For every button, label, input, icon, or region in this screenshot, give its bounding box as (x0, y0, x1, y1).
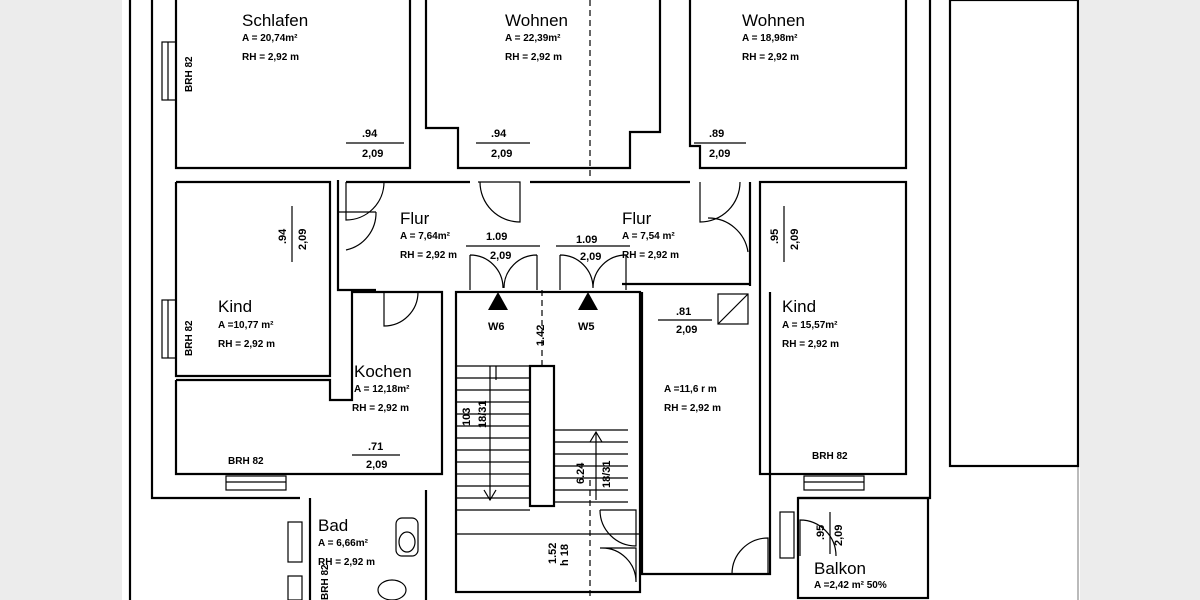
room-name: Wohnen (505, 11, 568, 30)
door-width: .94 (277, 228, 289, 244)
door-height: 2,09 (580, 251, 601, 263)
room-name: Kind (782, 297, 816, 316)
room-height: RH = 2,92 m (622, 250, 679, 261)
door-dimension-1: .94 2,09 (346, 128, 404, 160)
room-height: RH = 2,92 m (318, 557, 375, 568)
room-name: Wohnen (742, 11, 805, 30)
room-height: RH = 2,92 m (242, 52, 299, 63)
door-height: 2,09 (297, 229, 309, 250)
room-kind-2: Kind A = 15,57m² RH = 2,92 m BRH 82 (782, 297, 848, 462)
door-dimension-2: .94 2,09 (476, 128, 530, 160)
room-name: Flur (622, 209, 652, 228)
brh-label: BRH 82 (184, 56, 195, 92)
room-area: A = 15,57m² (782, 320, 838, 331)
door-dimension-10: .95 2,09 (815, 512, 845, 554)
door-width: .94 (491, 128, 507, 140)
room-flur-2: Flur A = 7,54 m² RH = 2,92 m (622, 209, 679, 261)
room-wohnen-2: Wohnen A = 18,98m² RH = 2,92 m (742, 11, 805, 63)
brh-label: BRH 82 (812, 451, 848, 462)
door-dimension-9: .71 2,09 (352, 441, 400, 471)
door-height: 2,09 (490, 250, 511, 262)
room-height: RH = 2,92 m (782, 339, 839, 350)
stair-dim: 1.42 (535, 325, 547, 346)
room-area: A = 6,66m² (318, 538, 369, 549)
room-area: A =2,42 m² 50% (814, 580, 887, 591)
door-width: .89 (709, 128, 724, 140)
door-width: .95 (815, 525, 827, 540)
room-bad: Bad A = 6,66m² RH = 2,92 m BRH 82 (318, 516, 375, 600)
sanitary-fixtures (377, 517, 419, 600)
door-width: 1.09 (486, 231, 507, 243)
room-height: RH = 2,92 m (218, 339, 275, 350)
brh-label: BRH 82 (184, 320, 195, 356)
flight-1-count: 103 (461, 408, 473, 426)
door-width: .95 (769, 229, 781, 244)
flight-2-ratio: 18/31 (601, 460, 613, 488)
room-name: Kochen (354, 362, 412, 381)
room-name: Balkon (814, 559, 866, 578)
room-area: A = 22,39m² (505, 33, 561, 44)
door-height: 2,09 (362, 148, 383, 160)
door-dimension-8: .81 2,09 (658, 306, 712, 336)
room-kind-1: Kind A =10,77 m² RH = 2,92 m BRH 82 (184, 297, 275, 356)
door-height: 2,09 (709, 148, 730, 160)
door-dimension-7: 1.09 2,09 (556, 234, 630, 263)
flight-3-dim: 1.52 (547, 543, 559, 564)
door-width: .94 (362, 128, 378, 140)
flight-2-count: 6.24 (575, 462, 587, 484)
room-height: RH = 2,92 m (742, 52, 799, 63)
room-height: RH = 2,92 m (505, 52, 562, 63)
door-width: 1.09 (576, 234, 597, 246)
door-width: .81 (676, 306, 691, 318)
stairs (456, 0, 640, 600)
room-area: A = 20,74m² (242, 33, 298, 44)
room-wohnen-1: Wohnen A = 22,39m² RH = 2,92 m (505, 11, 568, 63)
room-height: RH = 2,92 m (352, 403, 409, 414)
brh-label: BRH 82 (320, 564, 331, 600)
door-dimension-3: .89 2,09 (694, 128, 746, 160)
room-schlafen: Schlafen A = 20,74m² RH = 2,92 m BRH 82 (184, 11, 308, 92)
room-height: RH = 2,92 m (400, 250, 457, 261)
walls (128, 0, 1080, 600)
room-hallway: A =11,6 r m RH = 2,92 m (664, 384, 721, 414)
room-height: RH = 2,92 m (664, 403, 721, 414)
room-name: Flur (400, 209, 430, 228)
room-area: A = 12,18m² (354, 384, 410, 395)
w6-label: W6 (488, 321, 505, 333)
flight-1-ratio: 18/31 (477, 400, 489, 428)
flight-3-height: h 18 (559, 544, 571, 566)
door-height: 2,09 (491, 148, 512, 160)
door-dimension-6: 1.09 2,09 (466, 231, 540, 262)
room-area: A = 18,98m² (742, 33, 798, 44)
room-area: A = 7,54 m² (622, 231, 675, 242)
brh-label: BRH 82 (228, 456, 264, 467)
plan-sheet (122, 0, 1080, 600)
door-dimension-4: .94 2,09 (277, 206, 309, 262)
windows (161, 41, 865, 600)
room-name: Kind (218, 297, 252, 316)
w5-label: W5 (578, 321, 595, 333)
room-area: A =11,6 r m (664, 384, 717, 395)
door-height: 2,09 (676, 324, 697, 336)
door-height: 2,09 (833, 525, 845, 546)
door-swings (338, 181, 837, 583)
room-balkon: Balkon A =2,42 m² 50% (814, 559, 887, 591)
room-area: A =10,77 m² (218, 320, 274, 331)
room-kochen: Kochen A = 12,18m² RH = 2,92 m BRH 82 (228, 362, 412, 467)
room-name: Bad (318, 516, 348, 535)
room-area: A = 7,64m² (400, 231, 451, 242)
door-height: 2,09 (366, 459, 387, 471)
room-name: Schlafen (242, 11, 308, 30)
door-height: 2,09 (789, 229, 801, 250)
door-width: .71 (368, 441, 383, 453)
door-dimension-5: .95 2,09 (769, 206, 801, 262)
stair-labels: W6 W5 1.42 18/31 103 18/31 6.24 1.52 h 1… (461, 321, 613, 566)
room-flur-1: Flur A = 7,64m² RH = 2,92 m (400, 209, 457, 261)
